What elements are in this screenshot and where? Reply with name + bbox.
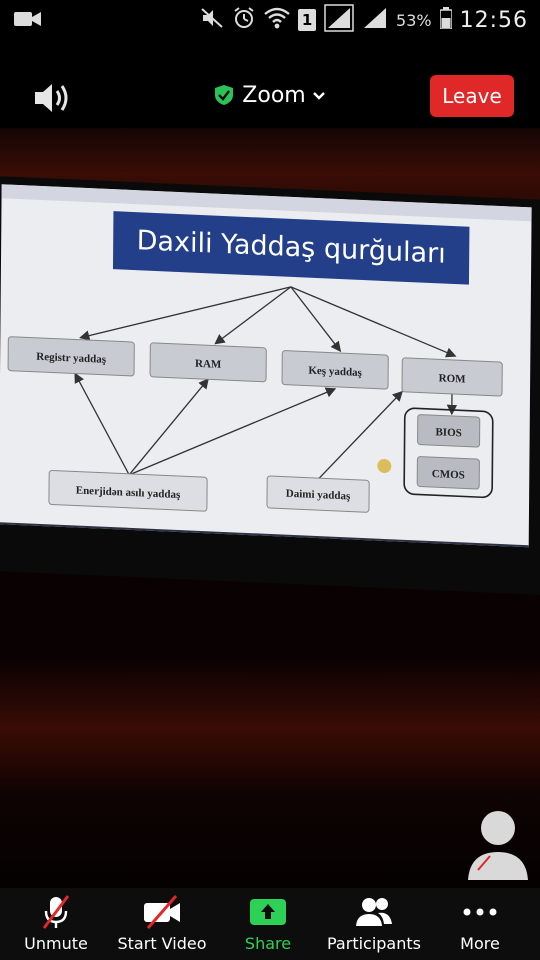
unmute-button[interactable]: Unmute (14, 894, 98, 958)
meeting-title[interactable]: Zoom (0, 82, 540, 112)
node-daimi-label: Daimi yaddaş (286, 488, 351, 503)
share-button[interactable]: Share (234, 894, 302, 958)
taskbar-app-icon (38, 527, 63, 548)
participants-icon (322, 894, 426, 930)
node-enerji-label: Enerjidən asılı yaddaş (76, 485, 181, 502)
taskbar-app-icon (134, 532, 159, 548)
more-label: More (460, 934, 500, 953)
start-orb-icon (4, 526, 27, 548)
arrow-enerji-ram (128, 378, 209, 476)
more-dots-icon (448, 894, 512, 930)
mute-icon (200, 6, 224, 34)
node-enerji: Enerjidən asılı yaddaş (48, 469, 208, 512)
node-rom: ROM (401, 357, 503, 397)
arrow-enerji-registr (74, 372, 130, 476)
node-cmos-label: CMOS (432, 468, 465, 481)
node-registr-label: Registr yaddaş (36, 351, 107, 366)
more-button[interactable]: More (448, 894, 512, 958)
arrow-daimi-rom (318, 390, 403, 479)
arrow-title-ram (214, 286, 292, 345)
shield-check-icon (214, 84, 234, 112)
microphone-muted-icon (14, 894, 98, 930)
node-cmos: CMOS (416, 456, 480, 490)
alarm-icon (232, 6, 256, 34)
node-bios-label: BIOS (435, 426, 461, 439)
status-bar: 1 53% 12:56 (0, 0, 540, 40)
node-kes-label: Keş yaddaş (308, 365, 362, 379)
arrow-title-kes (290, 286, 342, 353)
node-bios: BIOS (417, 414, 481, 448)
memory-diagram: Registr yaddaş RAM Keş yaddaş ROM BIOS (7, 286, 503, 513)
wifi-icon (264, 6, 290, 34)
node-kes: Keş yaddaş (281, 350, 389, 390)
meeting-top-bar: Zoom Leave (0, 70, 540, 126)
rom-group-box (403, 407, 494, 499)
meeting-title-label: Zoom (242, 83, 306, 108)
signal-icon-2 (362, 6, 388, 34)
participants-button[interactable]: Participants (322, 894, 426, 958)
signal-icon (324, 4, 354, 36)
taskbar-app-icon (102, 530, 127, 548)
node-daimi: Daimi yaddaş (266, 475, 370, 513)
node-ram-label: RAM (195, 358, 222, 371)
battery-icon (438, 7, 453, 33)
arrow-title-registr (79, 286, 292, 341)
mouse-cursor-highlight (377, 458, 392, 474)
arrow-enerji-kes (128, 387, 337, 476)
video-camera-icon (14, 9, 42, 33)
battery-percent: 53% (396, 10, 432, 30)
presentation-slide: Registr yaddaş RAM Keş yaddaş ROM BIOS (0, 184, 532, 548)
speaker-icon[interactable] (32, 80, 72, 116)
sim-indicator: 1 (298, 9, 317, 31)
share-label: Share (244, 934, 292, 953)
node-rom-label: ROM (439, 372, 467, 385)
unmute-label: Unmute (24, 934, 88, 953)
leave-button[interactable]: Leave (430, 75, 514, 117)
start-video-button[interactable]: Start Video (112, 894, 212, 958)
participants-label: Participants (327, 934, 421, 953)
clock: 12:56 (459, 7, 528, 33)
chevron-down-icon (312, 82, 326, 107)
meeting-toolbar: Unmute Start Video Share Participants Mo… (0, 888, 540, 960)
video-off-icon (112, 894, 212, 930)
self-video-avatar[interactable] (466, 808, 530, 880)
taskbar-app-icon (70, 529, 95, 548)
start-video-label: Start Video (117, 934, 207, 953)
node-ram: RAM (149, 342, 267, 383)
person-icon (468, 811, 528, 880)
arrow-title-rom (290, 286, 457, 358)
photographed-monitor: Registr yaddaş RAM Keş yaddaş ROM BIOS (0, 175, 540, 596)
share-arrow-icon (234, 894, 302, 930)
shared-screen-video: Registr yaddaş RAM Keş yaddaş ROM BIOS (0, 128, 540, 888)
node-registr: Registr yaddaş (7, 336, 135, 377)
